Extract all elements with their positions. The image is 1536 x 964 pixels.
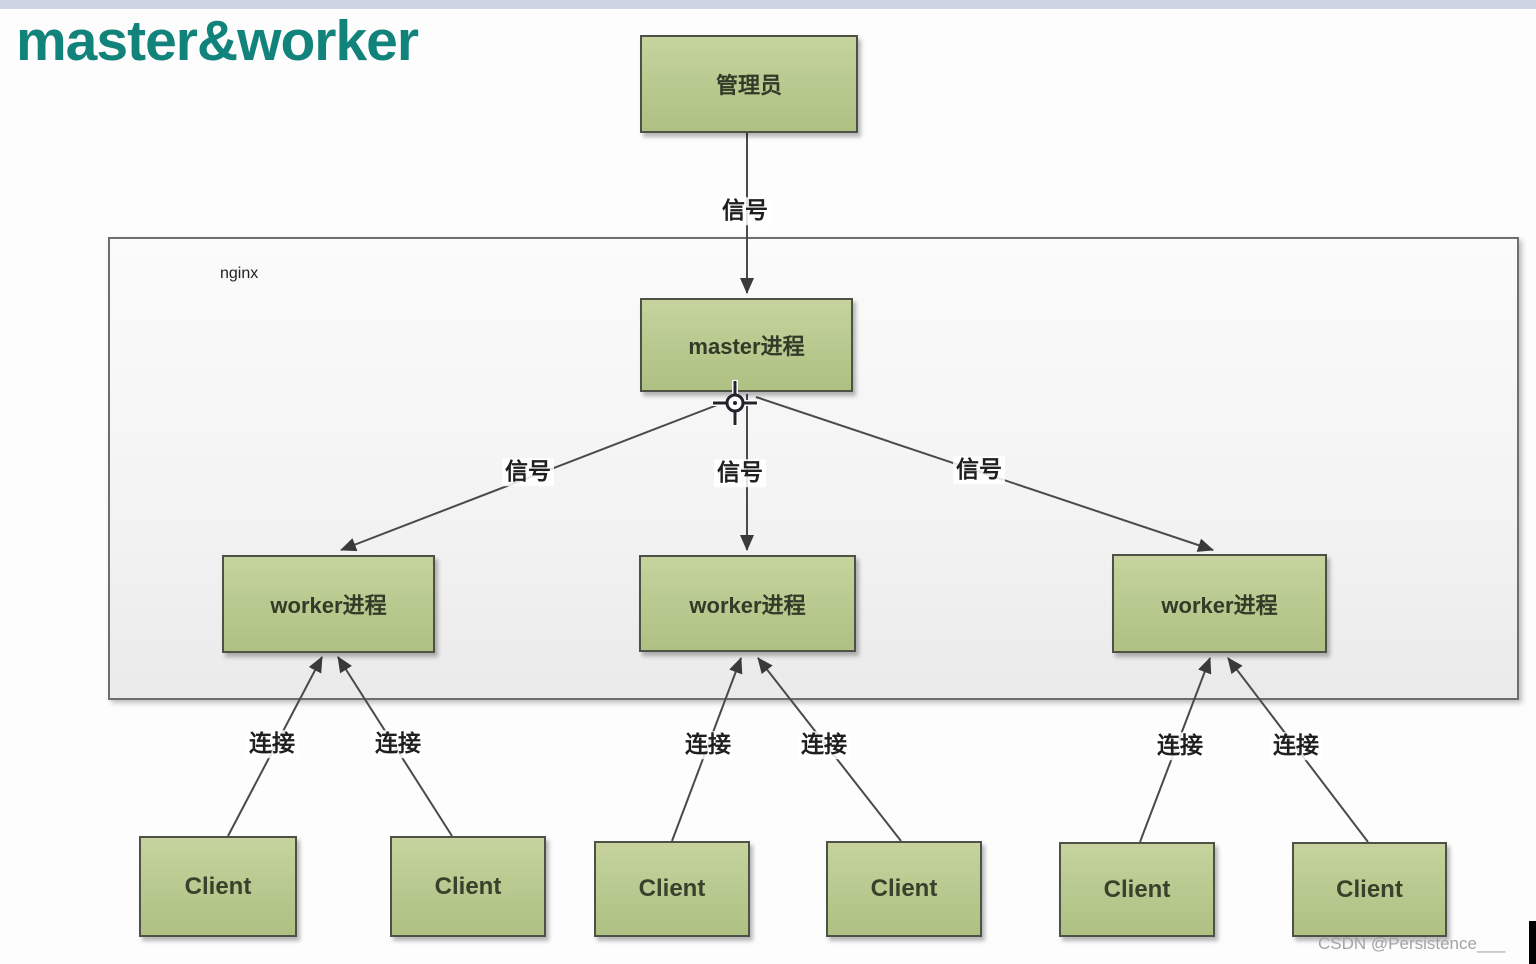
node-master: master进程 <box>640 298 853 392</box>
node-client1: Client <box>139 836 297 937</box>
node-client6: Client <box>1292 842 1447 937</box>
edge-label-7: 连接 <box>798 731 850 759</box>
node-worker3: worker进程 <box>1112 554 1327 653</box>
node-label: Client <box>870 875 938 902</box>
top-strip <box>0 0 1536 9</box>
node-label: worker进程 <box>689 592 806 618</box>
edge-label-6: 连接 <box>682 731 734 759</box>
node-label: Client <box>1103 875 1171 903</box>
node-label: master进程 <box>688 334 805 359</box>
edge-label-8: 连接 <box>1154 732 1206 760</box>
node-label: Client <box>434 872 502 900</box>
node-label: worker进程 <box>270 593 387 618</box>
node-label: Client <box>1336 875 1403 903</box>
watermark: CSDN @Persistence___ <box>1318 934 1506 953</box>
edge-label-2: 信号 <box>714 459 766 487</box>
node-worker2: worker进程 <box>639 555 856 652</box>
edge-label-5: 连接 <box>372 730 424 758</box>
node-client3: Client <box>594 841 750 937</box>
node-label: Client <box>638 875 706 902</box>
edge-label-0: 信号 <box>719 197 771 225</box>
edge-label-4: 连接 <box>246 730 298 758</box>
node-label: worker进程 <box>1161 592 1278 618</box>
edge-label-9: 连接 <box>1270 732 1322 760</box>
node-client4: Client <box>826 841 982 937</box>
nginx-label: nginx <box>220 265 259 282</box>
node-label: 管理员 <box>715 73 782 98</box>
node-client5: Client <box>1059 842 1215 937</box>
node-client2: Client <box>390 836 546 937</box>
page-title: master&worker <box>16 9 419 73</box>
node-worker1: worker进程 <box>222 555 435 653</box>
node-label: Client <box>184 872 252 900</box>
node-admin: 管理员 <box>640 35 858 133</box>
edge-label-1: 信号 <box>502 458 554 486</box>
edge-label-3: 信号 <box>953 456 1005 484</box>
text-caret-bar <box>1529 921 1536 964</box>
